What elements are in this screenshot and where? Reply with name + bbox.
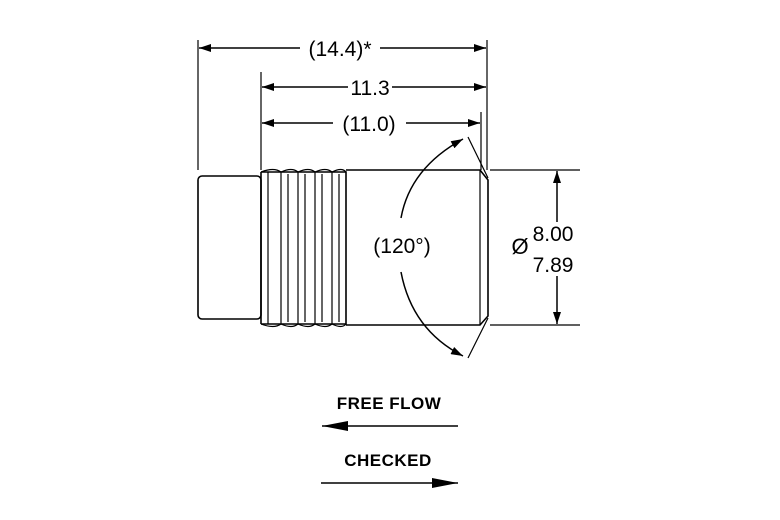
seat-angle-label: (120°) <box>373 235 430 258</box>
diameter-min-label: 7.89 <box>533 254 574 277</box>
diameter-dimension: Ø 8.00 7.89 <box>511 171 573 324</box>
free-flow-label: FREE FLOW <box>337 394 442 413</box>
body-length-label: 11.3 <box>350 77 389 100</box>
overall-length-label: (14.4)* <box>308 38 371 61</box>
flow-direction-legend: FREE FLOW CHECKED <box>321 394 458 488</box>
checked-label: CHECKED <box>344 451 432 470</box>
valve-body <box>197 168 489 328</box>
body-length-dimension: 11.3 <box>262 77 486 100</box>
valve-cylinder <box>346 169 489 326</box>
seat-angle-dimension: (120°) <box>373 136 489 359</box>
diameter-symbol: Ø <box>511 234 528 259</box>
grooved-band <box>260 168 347 328</box>
reference-length-dimension: (11.0) <box>262 113 480 136</box>
valve-nose <box>197 175 262 320</box>
diameter-max-label: 8.00 <box>533 223 574 246</box>
reference-length-label: (11.0) <box>342 113 395 136</box>
overall-length-dimension: (14.4)* <box>199 38 486 61</box>
extension-lines <box>197 40 580 326</box>
